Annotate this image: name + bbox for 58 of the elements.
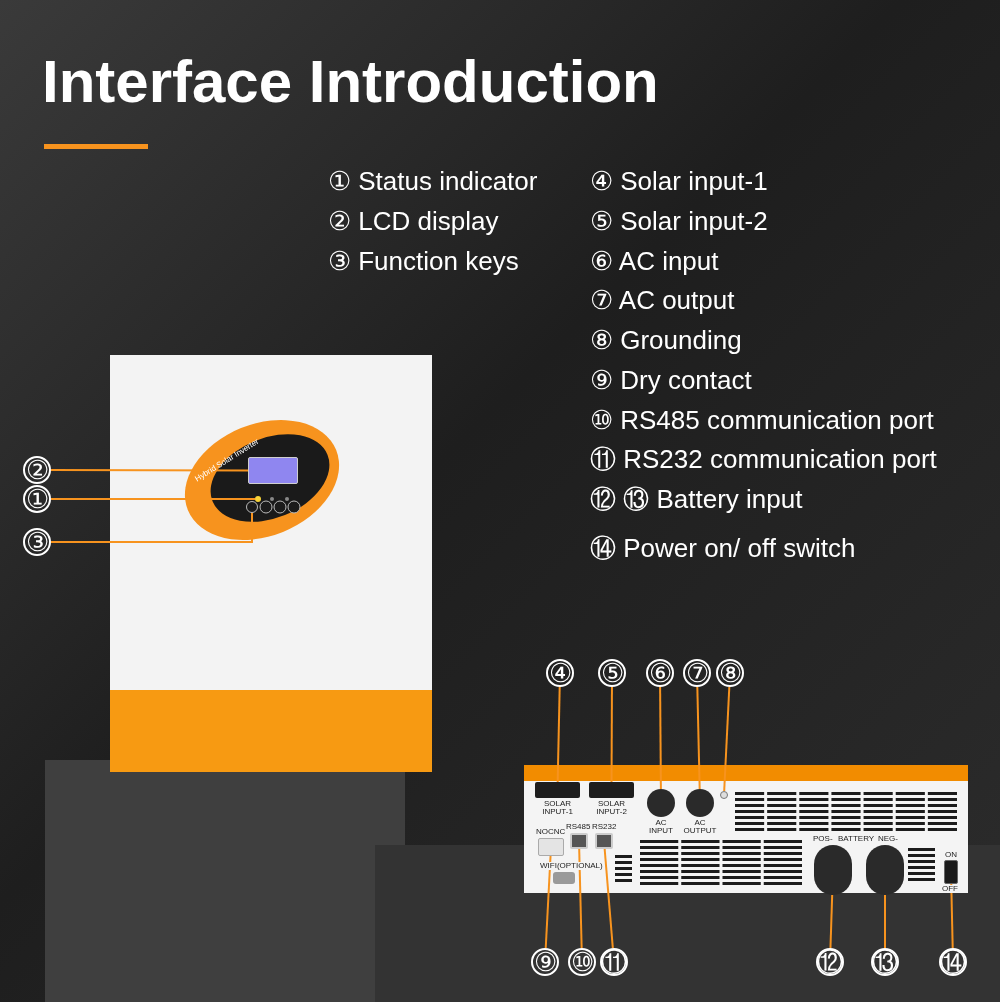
legend-item: ② LCD display xyxy=(328,206,499,236)
callout-number: ⑧ xyxy=(716,659,744,687)
dry-contact-terminal xyxy=(538,838,564,856)
leader-line xyxy=(556,686,561,783)
legend-item: ⑧ Grounding xyxy=(590,325,742,355)
callout-number: ⑨ xyxy=(531,948,559,976)
leader-line xyxy=(950,883,954,949)
legend-item: ⑤ Solar input-2 xyxy=(590,206,768,236)
leader-line xyxy=(884,894,886,949)
leader-line xyxy=(544,855,552,949)
rs232-port xyxy=(595,833,613,849)
legend-item: ④ Solar input-1 xyxy=(590,166,768,196)
legend-item: ⑭ Power on/ off switch xyxy=(590,533,856,563)
solar-connector-pair xyxy=(535,782,580,798)
status-led xyxy=(255,496,261,502)
legend-item: ⑫ ⑬ Battery input xyxy=(590,484,803,514)
leader-line xyxy=(50,469,249,472)
legend-item: ⑥ AC input xyxy=(590,246,719,276)
callout-number: ⑭ xyxy=(939,948,967,976)
power-switch xyxy=(944,860,958,884)
port-label: AC OUTPUT xyxy=(681,819,719,835)
ground-terminal xyxy=(720,791,728,799)
callout-number: ⑩ xyxy=(568,948,596,976)
title: Interface Introduction xyxy=(42,52,659,112)
solar-connector-pair xyxy=(589,782,634,798)
leader-line xyxy=(723,686,731,792)
callout-number: ③ xyxy=(23,528,51,556)
leader-line xyxy=(603,848,614,950)
port-label: RS485 xyxy=(566,823,591,831)
leader-line xyxy=(659,686,662,790)
leader-line xyxy=(696,686,701,790)
callout-number: ⑪ xyxy=(600,948,628,976)
legend-item: ③ Function keys xyxy=(328,246,519,276)
callout-number: ④ xyxy=(546,659,574,687)
port-label: NOCNC xyxy=(536,828,566,836)
port-label: OFF xyxy=(942,885,958,893)
leader-line xyxy=(610,686,613,783)
leader-line xyxy=(578,848,583,949)
callout-number: ⑤ xyxy=(598,659,626,687)
leader-line xyxy=(829,894,834,949)
leader-line xyxy=(50,498,256,500)
legend-item: ⑪ RS232 communication port xyxy=(590,444,937,474)
callout-number: ① xyxy=(23,485,51,513)
callout-number: ⑬ xyxy=(871,948,899,976)
callout-number: ⑥ xyxy=(646,659,674,687)
legend-item: ⑩ RS485 communication port xyxy=(590,405,934,435)
port-label: WIFI(OPTIONAL) xyxy=(540,862,603,870)
callout-number: ⑫ xyxy=(816,948,844,976)
callout-number: ⑦ xyxy=(683,659,711,687)
legend-item: ① Status indicator xyxy=(328,166,538,196)
port-label: RS232 xyxy=(592,823,617,831)
port-label: BATTERY xyxy=(838,835,875,843)
legend-item: ⑨ Dry contact xyxy=(590,365,752,395)
rs485-port xyxy=(570,833,588,849)
leader-line xyxy=(50,512,253,543)
callout-number: ② xyxy=(23,456,51,484)
lcd-screen xyxy=(248,457,298,484)
legend-item: ⑦ AC output xyxy=(590,285,735,315)
